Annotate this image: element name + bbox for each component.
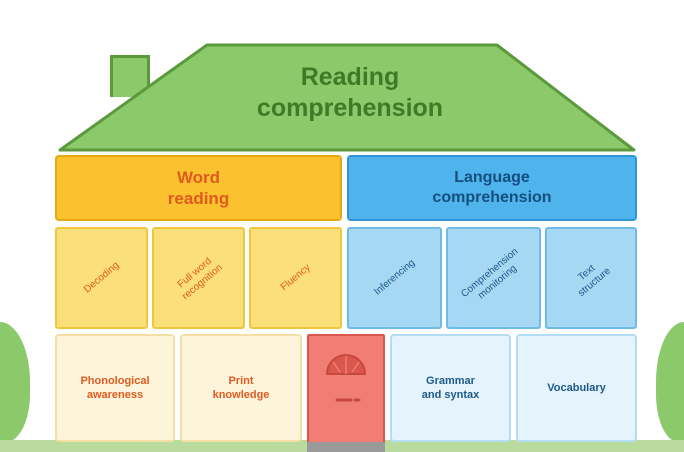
foundation-vocabulary: Vocabulary [516,334,637,442]
right-bush [656,322,684,442]
skill-label: Comprehension monitoring [458,246,520,302]
word-reading-label: Word reading [167,168,230,208]
skill-label: Text structure [576,262,613,299]
skill-label: Decoding [81,259,121,296]
skill-decoding: Decoding [55,227,148,329]
skill-label: Fluency [278,262,313,294]
skill-text-structure: Text structure [545,227,637,329]
door-fanlight-icon [325,354,367,402]
foundation-grammar-syntax: Grammar and syntax [390,334,511,442]
roof [58,43,636,152]
foundation-label: Phonological awareness [80,375,150,401]
left-bush [0,322,30,442]
skill-label: Inferencing [371,257,417,298]
word-reading-category: Word reading [55,155,342,221]
roof-title: Reading comprehension [256,63,444,122]
skill-fluency: Fluency [249,227,342,329]
language-comprehension-category: Language comprehension [347,155,637,221]
door-step [307,442,385,452]
skill-full-word-recognition: Full word recognition [152,227,245,329]
door [307,334,385,444]
skill-label: Full word recognition [175,255,225,303]
foundation-print-knowledge: Print knowledge [180,334,302,442]
foundation-label: Vocabulary [547,382,606,394]
language-comprehension-label: Language comprehension [432,169,552,206]
foundation-phonological-awareness: Phonological awareness [55,334,175,442]
foundation-label: Grammar and syntax [421,375,480,401]
skill-comprehension-monitoring: Comprehension monitoring [446,227,541,329]
skill-inferencing: Inferencing [347,227,442,329]
foundation-label: Print knowledge [212,375,270,401]
